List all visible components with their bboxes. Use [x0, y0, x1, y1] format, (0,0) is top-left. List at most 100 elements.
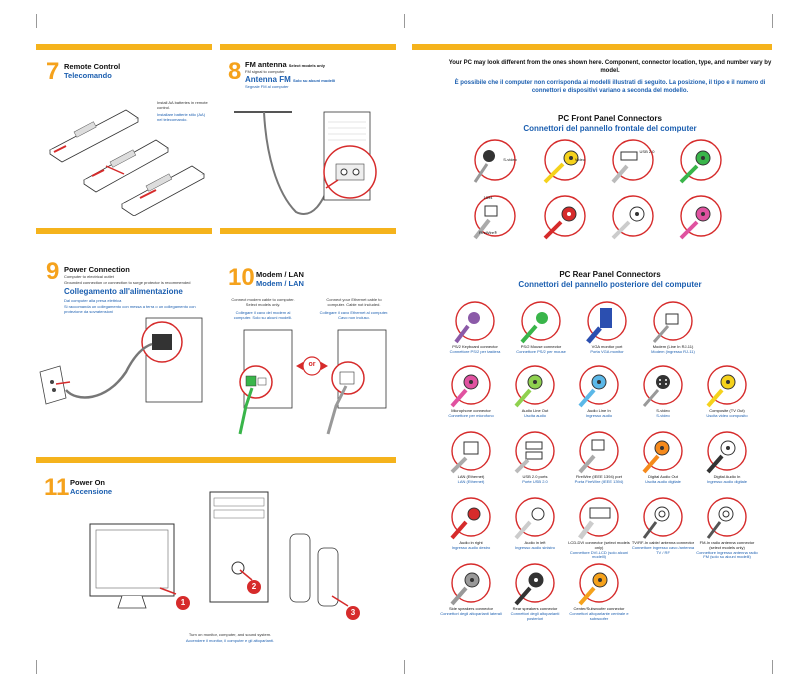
rear-connector-ps2-keyboard: PS/2 Keyboard connector Connettore PS/2 …	[442, 298, 508, 355]
rear-connector-tv-in: TV/RF-In cable/ antenna connector Connet…	[630, 494, 696, 555]
disclaimer: Your PC may look different from the ones…	[448, 60, 772, 74]
rear-connector-rear-speakers: Rear speakers connector Connettori degli…	[502, 560, 568, 621]
section-bar	[220, 228, 396, 234]
rear-label-it: Ingresso audio digitale	[706, 478, 748, 484]
rear-label: LAN (Ethernet)	[457, 474, 485, 479]
rear-connector-audio-left: Audio in left Ingresso audio sinistro	[502, 494, 568, 551]
step-title: Power Connection	[64, 265, 130, 274]
front-connector-video: Video	[532, 136, 598, 184]
rear-connector-modem: Modem (Line In RJ-11) Modem (ingresso RJ…	[640, 298, 706, 355]
modem-instruction: Connect modem cable to computer. Select …	[231, 297, 295, 307]
front-label: Video	[574, 157, 586, 162]
rear-label: Audio in left	[524, 540, 546, 545]
step-subtitle-1-it: Dal computer alla presa elettrica	[64, 298, 122, 303]
front-connector-audio-red	[532, 192, 598, 240]
step-title-it-text: Antenna FM	[245, 75, 291, 84]
rear-connector-audio-out: Audio Line Out Uscita audio	[502, 362, 568, 419]
section-bar	[36, 457, 396, 463]
or-label: or	[308, 361, 316, 368]
rear-label-it: S-video	[656, 412, 670, 418]
step-title: Power On	[70, 478, 106, 487]
step-number: 9	[46, 258, 60, 285]
monitor-drawing	[89, 523, 177, 609]
front-connector-usb: USB 2.0	[600, 136, 666, 184]
rear-panel-title: PC Rear Panel Connectors	[559, 270, 661, 279]
remote-control-illustration	[49, 109, 205, 216]
rear-connector-fm-in: FM-In radio antenna connector (select mo…	[694, 494, 760, 560]
power-on-illustration	[89, 491, 349, 609]
rear-connector-vga: VGA monitor port Porta VGA monitor	[574, 298, 640, 355]
rear-label: Composite (TV Out)	[709, 408, 745, 413]
rear-label: Audio in right	[459, 540, 483, 545]
section-bar	[36, 228, 212, 234]
rear-label: S-video	[656, 408, 670, 413]
rear-label-it: Connettore PS/2 per mouse	[516, 348, 566, 354]
rear-connector-side-speakers: Side speakers connector Connettori degli…	[438, 560, 504, 617]
crop-mark	[36, 14, 37, 28]
section-bar	[412, 44, 772, 50]
rear-label: USB 2.0 ports	[522, 474, 548, 479]
ethernet-instruction: Connect your Ethernet cable to computer.…	[326, 297, 382, 307]
rear-label-it: Connettori degli altoparlanti posteriori	[510, 610, 560, 621]
fm-antenna-illustration	[234, 111, 377, 215]
rear-label-it: Uscita audio digitale	[645, 478, 681, 484]
step-title-it: Telecomando	[64, 71, 112, 80]
front-label: USB 2.0	[639, 149, 655, 154]
front-panel-title: PC Front Panel Connectors	[557, 114, 662, 123]
rear-label-it: Connettore ingresso cavo /antenna TV / R…	[631, 544, 695, 555]
front-connector-headphone	[668, 136, 734, 184]
rear-label: PS/2 Keyboard connector	[452, 344, 498, 349]
front-label: 1394	[483, 195, 493, 200]
crop-mark	[772, 660, 773, 674]
crop-mark	[404, 14, 405, 28]
rear-connector-svideo: S-video S-video	[630, 362, 696, 419]
step-title-text: FM antenna	[245, 60, 287, 69]
rear-label: Center/Subwoofer connector	[573, 606, 625, 611]
speakers-drawing	[289, 533, 349, 607]
rear-connector-usb: USB 2.0 ports Porte USB 2.0	[502, 428, 568, 485]
rear-label-it: Connettore per microfono	[448, 412, 494, 418]
power-connection-illustration	[39, 317, 203, 405]
rear-label: LCD-DVI connector (select models only)	[568, 540, 630, 550]
rear-label: FM-In radio antenna connector (select mo…	[699, 540, 755, 550]
rear-connector-ps2-mouse: PS/2 Mouse connector Connettore PS/2 per…	[508, 298, 574, 355]
rear-label: VGA monitor port	[591, 344, 623, 349]
rear-label-it: Connettore ingresso antenna radio FM (so…	[696, 549, 758, 560]
rear-label: Rear speakers connector	[512, 606, 558, 611]
disclaimer-it: È possibile che il computer non corrispo…	[454, 80, 766, 94]
rear-label: Audio Line Out	[521, 408, 549, 413]
rear-label: Digital Audio Out	[648, 474, 678, 479]
rear-label-it: LAN (Ethernet)	[457, 478, 485, 484]
step-title-it: Accensione	[70, 487, 113, 496]
front-firewire-label: FireWire®	[478, 229, 498, 235]
callout-2: 2	[247, 580, 261, 594]
rear-label: Audio Line In	[587, 408, 611, 413]
callout-1: 1	[176, 596, 190, 610]
rear-label-it: Uscita video composito	[706, 412, 748, 418]
modem-lan-illustration	[238, 329, 387, 435]
rear-label: Side speakers connector	[448, 606, 494, 611]
rear-label: Digital Audio In	[713, 474, 741, 479]
ethernet-instruction-it: Collegare il cavo Ethernet al computer. …	[319, 310, 389, 320]
step-title-it: Antenna FM Solo su alcuni modelli	[245, 75, 335, 84]
rear-label-it: Uscita audio	[523, 412, 546, 418]
rear-label-it: Porta VGA monitor	[590, 348, 624, 354]
step-title-it: Collegamento all'alimentazione	[64, 287, 183, 296]
crop-mark	[404, 660, 405, 674]
rear-label: Modem (Line In RJ-11)	[652, 344, 694, 349]
rear-label-it: Connettore PS/2 per tastiera	[449, 348, 501, 354]
remote-note-it: Installare batterie stilo (AA) nel telec…	[157, 112, 206, 122]
step-subtitle-2: Grounded connection or connection to sur…	[64, 280, 191, 285]
rear-label-it: Connettori degli altoparlanti laterali	[440, 610, 502, 616]
step-subtitle: FM signal to computer	[245, 69, 285, 74]
rear-label-it: Connettore DVI-LCD (solo alcuni modelli)	[569, 549, 629, 560]
step-number: 8	[228, 58, 242, 85]
front-connector-firewire: 1394 FireWire®	[462, 192, 528, 240]
step-number: 10	[228, 264, 255, 291]
rear-label-it: Ingresso audio sinistro	[514, 544, 556, 550]
front-connector-audio-white	[600, 192, 666, 240]
rear-label-it: Modem (ingresso RJ-11)	[651, 348, 695, 354]
rear-label-it: Porte USB 2.0	[522, 478, 548, 484]
step-title: FM antenna Select models only	[245, 60, 325, 69]
section-bar	[220, 44, 396, 50]
